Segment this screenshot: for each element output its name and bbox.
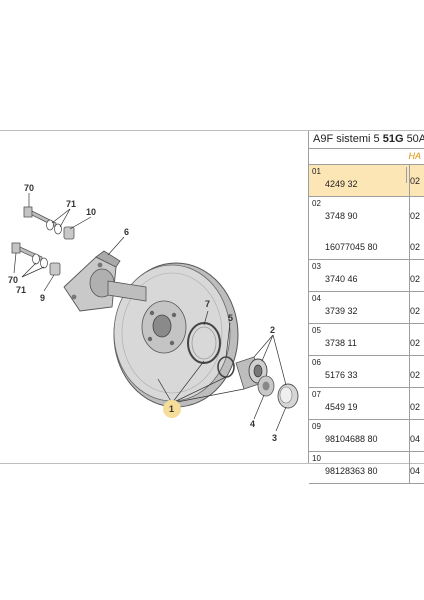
callout-9: 9 <box>40 293 45 303</box>
part-row[interactable]: 16077045 80 02 <box>309 228 424 259</box>
part-row[interactable]: 3748 90 02 <box>309 197 424 228</box>
circlip[interactable] <box>187 322 221 364</box>
leader-lines <box>13 193 287 432</box>
qty-separator <box>409 452 410 483</box>
qty-separator <box>409 356 410 387</box>
part-quantity: 02 <box>409 370 420 380</box>
nut-lower[interactable] <box>49 262 61 276</box>
callout-1: 1 <box>169 404 174 414</box>
axle-nut[interactable] <box>257 375 275 397</box>
qty-separator <box>409 324 410 355</box>
qty-separator <box>409 388 410 419</box>
callout-7: 7 <box>205 299 210 309</box>
part-group[interactable]: 01 4249 32 02 <box>309 165 424 197</box>
table-title: A9F sistemi 5 51G 50A <box>309 131 424 149</box>
part-group[interactable]: 02 3748 90 02 16077045 80 02 <box>309 197 424 260</box>
part-reference: 98128363 80 <box>325 466 378 476</box>
part-index: 06 <box>312 358 321 367</box>
part-row[interactable]: 3738 11 02 <box>309 324 424 355</box>
part-group[interactable]: 10 98128363 80 04 <box>309 452 424 484</box>
qty-separator <box>409 292 410 323</box>
part-group[interactable]: 03 3740 46 02 <box>309 260 424 292</box>
callout-1-badge: 1 <box>163 400 181 418</box>
part-index: 05 <box>312 326 321 335</box>
part-index: 04 <box>312 294 321 303</box>
table-sub-label: HA <box>309 149 424 165</box>
part-row[interactable]: 4549 19 02 <box>309 388 424 419</box>
callout-70-lower: 70 <box>8 275 18 285</box>
part-group[interactable]: 04 3739 32 02 <box>309 292 424 324</box>
part-group[interactable]: 07 4549 19 02 <box>309 388 424 420</box>
part-row[interactable]: 98104688 80 04 <box>309 420 424 451</box>
part-row[interactable]: 3740 46 02 <box>309 260 424 291</box>
part-quantity: 02 <box>409 211 420 221</box>
callout-5: 5 <box>228 313 233 323</box>
callout-71-upper: 71 <box>66 199 76 209</box>
callout-71-lower: 71 <box>16 285 26 295</box>
qty-separator <box>409 420 410 451</box>
part-index: 10 <box>312 454 321 463</box>
part-reference: 5176 33 <box>325 370 358 380</box>
part-reference: 4249 32 <box>325 179 358 189</box>
callout-3: 3 <box>272 433 277 443</box>
part-quantity: 02 <box>409 242 420 252</box>
parts-catalog-frame: 70 71 10 6 70 71 9 7 5 2 4 3 1 A9F siste… <box>0 130 424 484</box>
callout-2: 2 <box>270 325 275 335</box>
callout-70-upper: 70 <box>24 183 34 193</box>
part-quantity: 02 <box>409 274 420 284</box>
part-reference: 4549 19 <box>325 402 358 412</box>
title-code: 51G <box>382 133 404 145</box>
hub-carrier[interactable] <box>63 250 147 312</box>
part-index: 09 <box>312 422 321 431</box>
qty-separator <box>409 197 410 259</box>
hub-cap[interactable] <box>277 383 299 409</box>
washer-upper[interactable] <box>46 219 62 235</box>
part-reference: 98104688 80 <box>325 434 378 444</box>
nut-upper[interactable] <box>63 226 75 240</box>
part-quantity: 04 <box>409 434 420 444</box>
part-row[interactable]: 3739 32 02 <box>309 292 424 323</box>
part-group[interactable]: 06 5176 33 02 <box>309 356 424 388</box>
part-quantity: 02 <box>405 167 420 186</box>
part-index: 07 <box>312 390 321 399</box>
qty-separator <box>409 260 410 291</box>
callout-6: 6 <box>124 227 129 237</box>
part-reference: 3739 32 <box>325 306 358 316</box>
part-index: 03 <box>312 262 321 271</box>
wheel-bearing[interactable] <box>235 356 268 390</box>
part-row[interactable]: 5176 33 02 <box>309 356 424 387</box>
part-quantity: 04 <box>409 466 420 476</box>
part-reference: 16077045 80 <box>325 242 378 252</box>
part-quantity: 02 <box>409 402 420 412</box>
part-quantity: 02 <box>409 338 420 348</box>
callout-4: 4 <box>250 419 255 429</box>
exploded-diagram: 70 71 10 6 70 71 9 7 5 2 4 3 1 <box>8 183 299 443</box>
part-reference: 3738 11 <box>325 338 357 348</box>
part-row[interactable]: 98128363 80 04 <box>309 452 424 483</box>
part-index: 01 <box>312 167 321 176</box>
part-group[interactable]: 09 98104688 80 04 <box>309 420 424 452</box>
part-reference: 3748 90 <box>325 211 358 221</box>
title-suffix: 50A <box>406 133 424 145</box>
washer-lower[interactable] <box>32 253 48 269</box>
part-index: 02 <box>312 199 321 208</box>
part-row[interactable]: 4249 32 02 <box>309 165 424 196</box>
qty-separator <box>409 165 410 196</box>
part-quantity: 02 <box>409 306 420 316</box>
part-reference: 3740 46 <box>325 274 358 284</box>
part-group[interactable]: 05 3738 11 02 <box>309 324 424 356</box>
callout-10: 10 <box>86 207 96 217</box>
title-prefix: A9F sistemi 5 <box>313 133 380 145</box>
